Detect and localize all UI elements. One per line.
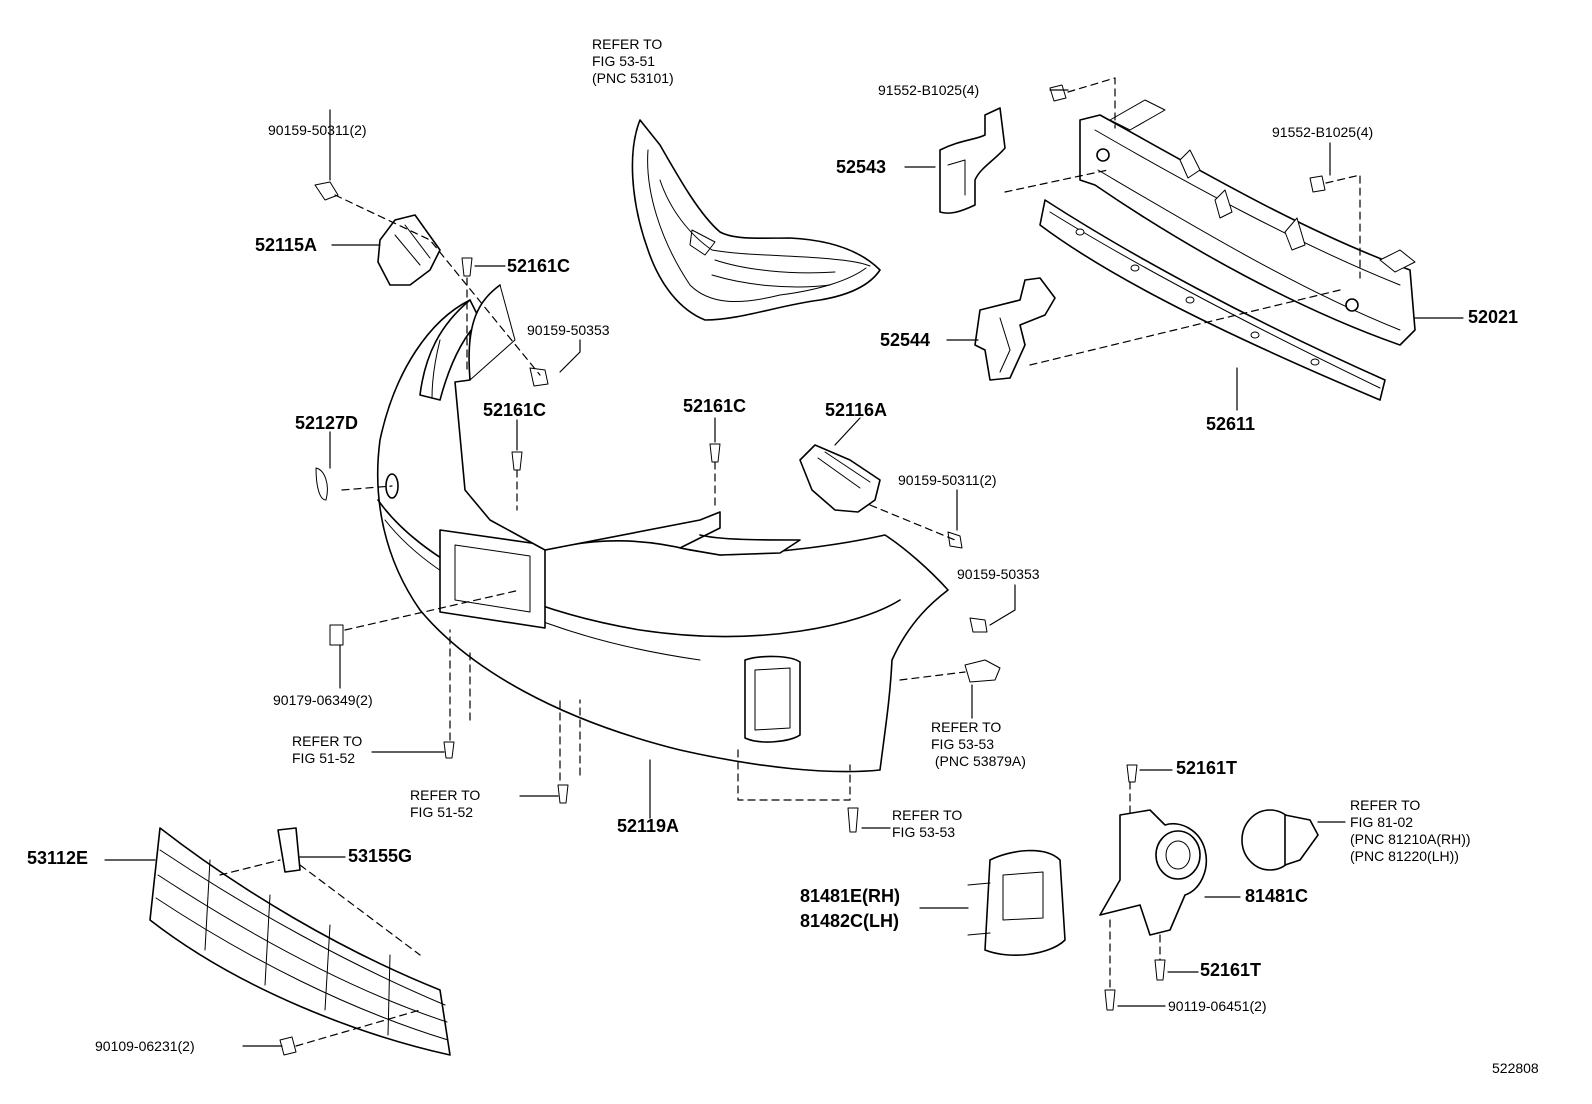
label-81481E-rh: 81481E(RH)	[800, 886, 901, 906]
bracket-52543	[939, 107, 1006, 214]
label-52115A: 52115A	[255, 235, 318, 255]
label-53112E: 53112E	[27, 848, 89, 868]
label-90159-50311-right: 90159-50311(2)	[898, 472, 997, 488]
fasteners	[279, 84, 1326, 1056]
label-90119-06451: 90119-06451(2)	[1168, 998, 1267, 1014]
bracket-52115A	[377, 214, 441, 286]
label-refer-fig-51-52-left: REFER TO FIG 51-52	[292, 733, 363, 766]
label-52116A: 52116A	[825, 400, 888, 420]
fog-lamp-cover	[967, 849, 1066, 956]
label-52127D: 52127D	[295, 413, 359, 433]
label-52119A: 52119A	[617, 816, 680, 836]
label-52544: 52544	[880, 330, 931, 350]
label-52161C-top: 52161C	[507, 256, 571, 276]
bumper-reinforcement	[1079, 99, 1416, 346]
label-90159-50311-left: 90159-50311(2)	[268, 122, 367, 138]
fog-lamp-bracket	[1099, 809, 1207, 936]
label-81481C: 81481C	[1245, 886, 1309, 906]
label-53155G: 53155G	[348, 846, 413, 866]
label-52021: 52021	[1468, 307, 1519, 327]
label-90159-50353-right: 90159-50353	[957, 566, 1040, 582]
label-81482C-lh: 81482C(LH)	[800, 911, 900, 931]
label-52161C-mid: 52161C	[483, 400, 547, 420]
label-refer-fig-81-02: REFER TO FIG 81-02 (PNC 81210A(RH)) (PNC…	[1350, 797, 1471, 864]
label-52161C-right: 52161C	[683, 396, 747, 416]
label-refer-fig-53-51: REFER TO FIG 53-51 (PNC 53101)	[592, 36, 674, 86]
figure-id: 522808	[1492, 1060, 1539, 1076]
label-52543: 52543	[836, 157, 887, 177]
bumper-cover	[376, 284, 949, 773]
label-90179-06349: 90179-06349(2)	[273, 692, 373, 708]
bracket-52116A	[799, 444, 881, 513]
label-refer-fig-53-53-clip: REFER TO FIG 53-53	[892, 807, 963, 840]
label-refer-fig-51-52-mid: REFER TO FIG 51-52	[410, 787, 481, 820]
label-91552-b1025-right: 91552-B1025(4)	[1272, 124, 1374, 140]
alignment-lines	[219, 77, 1361, 1047]
label-refer-fig-53-53-sensor: REFER TO FIG 53-53 (PNC 53879A)	[931, 719, 1026, 769]
upper-grille	[631, 119, 881, 321]
energy-absorber	[1039, 199, 1386, 401]
label-90109-06231: 90109-06231(2)	[95, 1038, 195, 1054]
label-90159-50353-left: 90159-50353	[527, 322, 610, 338]
bracket-52544	[974, 277, 1056, 381]
label-91552-b1025-top: 91552-B1025(4)	[878, 82, 980, 98]
leader-lines	[104, 89, 1464, 1047]
label-52611: 52611	[1206, 414, 1256, 434]
fog-lamp	[1241, 809, 1319, 871]
grille-clip-53155G	[277, 827, 301, 873]
lower-grille	[149, 827, 451, 1056]
label-52161T-top: 52161T	[1176, 758, 1238, 778]
label-52161T-bottom: 52161T	[1200, 960, 1262, 980]
